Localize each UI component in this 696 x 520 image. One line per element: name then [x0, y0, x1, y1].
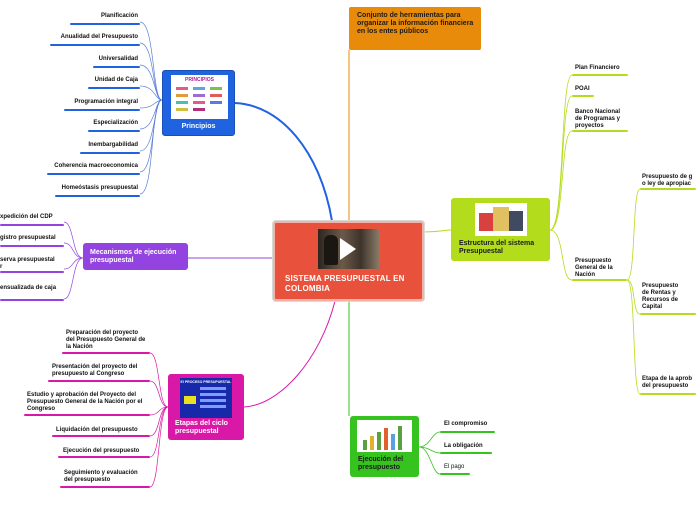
ejecucion-image: [357, 420, 412, 452]
ejecucion-leaf-links: [418, 431, 441, 475]
calculator: [509, 211, 523, 231]
leaf-coherencia[interactable]: Coherencia macroeconomica: [54, 163, 138, 169]
leaf-underline: [80, 152, 140, 154]
central-topic[interactable]: SISTEMA PRESUPUESTAL EN COLOMBIA: [273, 221, 424, 301]
leaf-underline: [640, 313, 696, 315]
leaf-underline: [62, 352, 150, 354]
topic-etapas[interactable]: El PROCESO PRESUPUESTAL Etapas del ciclo…: [168, 374, 244, 440]
leaf-presupuesto-rentas[interactable]: Presupuesto de Rentas y Recursos de Capi…: [642, 283, 679, 310]
leaf-presupuesto-gastos[interactable]: Presupuesto de g o ley de apropiac: [642, 174, 693, 187]
leaf-obligacion[interactable]: La obligación: [444, 443, 483, 449]
leaf-inembargabilidad[interactable]: Inembargabilidad: [88, 142, 138, 148]
leaf-planificacion[interactable]: Planificación: [100, 13, 138, 19]
leaf-underline: [440, 452, 492, 454]
leaf-underline: [572, 279, 627, 281]
leaf-poai[interactable]: POAI: [575, 86, 590, 92]
leaf-underline: [93, 66, 140, 68]
leaf-banco-nacional[interactable]: Banco Nacional de Programas y proyectos: [575, 109, 621, 129]
etapas-image: El PROCESO PRESUPUESTAL: [180, 378, 232, 418]
leaf-presentacion[interactable]: Presentación del proyecto del presupuest…: [52, 364, 138, 377]
leaf-underline: [60, 486, 150, 488]
link-estructura: [423, 229, 452, 233]
leaf-underline: [0, 224, 64, 226]
principios-label: Principios: [181, 123, 216, 130]
coins: [493, 207, 509, 231]
leaf-underline: [0, 299, 64, 301]
leaf-registro-presupuestal[interactable]: gistro presupuestal: [0, 235, 56, 241]
leaf-presupuesto-general[interactable]: Presupuesto General de la Nación: [575, 258, 613, 278]
leaf-underline: [440, 431, 495, 433]
leaf-underline: [48, 380, 150, 382]
leaf-universalidad[interactable]: Universalidad: [98, 56, 138, 62]
leaf-underline: [55, 195, 140, 197]
leaf-compromiso[interactable]: El compromiso: [444, 421, 488, 427]
leaf-etapa-aprobacion[interactable]: Etapa de la aprob del presupuesto: [642, 376, 693, 389]
leaf-underline: [58, 456, 150, 458]
play-icon[interactable]: [340, 238, 356, 260]
leaf-seguimiento[interactable]: Seguimiento y evaluación del presupuesto: [64, 470, 138, 483]
leaf-underline: [440, 473, 470, 475]
leaf-underline: [70, 23, 140, 25]
leaf-mensualizada-caja[interactable]: ensualizada de caja: [0, 285, 57, 291]
video-thumbnail[interactable]: [318, 229, 379, 269]
leaf-underline: [640, 188, 696, 190]
leaf-underline: [640, 393, 696, 395]
leaf-expedicion-cdp[interactable]: xpedición del CDP: [0, 214, 53, 220]
estructura-leaf-links: [549, 74, 641, 395]
topic-herramientas[interactable]: Conjunto de herramientas para organizar …: [349, 7, 481, 50]
leaf-anualidad[interactable]: Anualidad del Presupuesto: [60, 34, 138, 40]
etapas-image-title: El PROCESO PRESUPUESTAL: [180, 380, 232, 384]
leaf-underline: [572, 95, 594, 97]
principios-leaf-links: [139, 21, 163, 195]
central-title: SISTEMA PRESUPUESTAL EN COLOMBIA: [285, 274, 405, 293]
leaf-underline: [52, 435, 150, 437]
leaf-underline: [572, 130, 628, 132]
principios-image-title: PRINCIPIOS: [185, 77, 214, 83]
leaf-underline: [88, 87, 140, 89]
mecanismos-leaf-links: [63, 221, 84, 300]
leaf-homeostasis[interactable]: Homeóstasis presupuestal: [61, 185, 138, 191]
leaf-pago[interactable]: El pago: [444, 464, 465, 470]
herramientas-label: Conjunto de herramientas para organizar …: [357, 12, 474, 35]
leaf-ejecucion-presupuesto[interactable]: Ejecución del presupuesto: [63, 448, 140, 454]
leaf-underline: [88, 130, 140, 132]
leaf-estudio-aprobacion[interactable]: Estudio y aprobación del Proyecto del Pr…: [27, 392, 143, 412]
topic-estructura[interactable]: Estructura del sistema Presupuestal: [451, 198, 550, 261]
leaf-reserva-presupuestal[interactable]: serva presupuestal r: [0, 257, 55, 270]
leaf-underline: [64, 109, 140, 111]
presenter-figure: [324, 235, 338, 265]
leaf-plan-financiero[interactable]: Plan Financiero: [575, 65, 620, 71]
link-principios: [234, 102, 333, 222]
topic-mecanismos[interactable]: Mecanismos de ejecución presupuestal: [83, 243, 188, 270]
ejecucion-label: Ejecución del presupuesto: [358, 456, 404, 471]
etapas-leaf-links: [149, 352, 169, 488]
link-etapas: [243, 300, 336, 408]
leaf-preparacion[interactable]: Preparación del proyecto del Presupuesto…: [66, 330, 146, 350]
leaf-programacion-integral[interactable]: Programación integral: [74, 99, 138, 105]
etapas-label: Etapas del ciclo presupuestal: [175, 420, 228, 435]
leaf-underline: [24, 414, 150, 416]
leaf-underline: [47, 173, 140, 175]
leaf-especializacion[interactable]: Especialización: [93, 120, 138, 126]
principios-image: PRINCIPIOS: [171, 75, 228, 119]
topic-principios[interactable]: PRINCIPIOS Principios: [162, 70, 235, 136]
topic-ejecucion[interactable]: Ejecución del presupuesto: [350, 416, 419, 477]
mecanismos-label: Mecanismos de ejecución presupuestal: [90, 249, 177, 264]
leaf-unidad-de-caja[interactable]: Unidad de Caja: [94, 77, 138, 83]
leaf-underline: [572, 74, 628, 76]
leaf-underline: [0, 271, 64, 273]
leaf-underline: [50, 44, 140, 46]
book-stack: [479, 213, 493, 231]
estructura-image: [475, 203, 527, 236]
leaf-underline: [0, 245, 64, 247]
estructura-label: Estructura del sistema Presupuestal: [459, 240, 535, 255]
leaf-liquidacion[interactable]: Liquidación del presupuesto: [56, 427, 138, 433]
